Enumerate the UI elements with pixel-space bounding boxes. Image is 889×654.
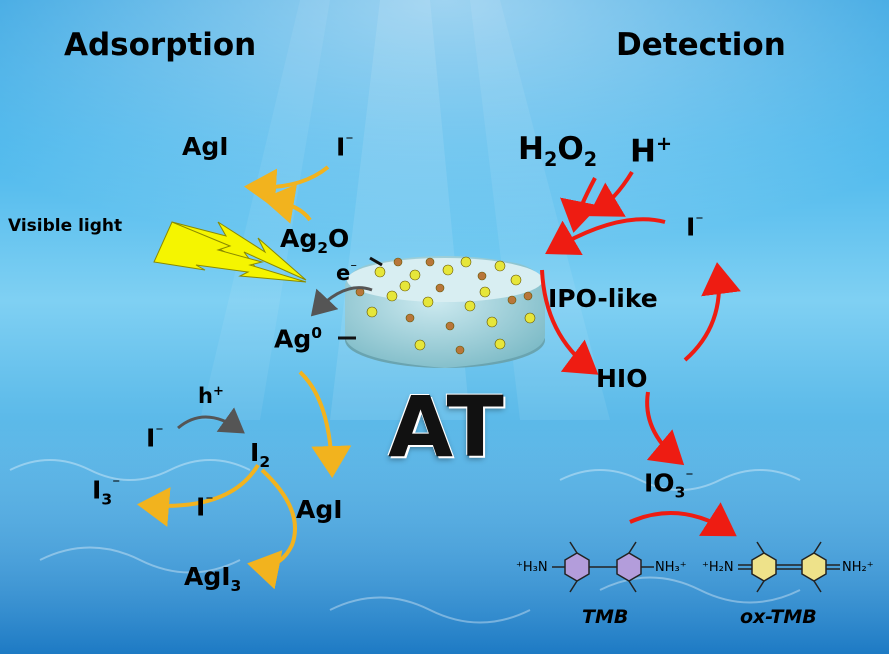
surface-particle [479, 286, 491, 298]
ipo-like-label: IPO-like [548, 284, 658, 313]
surface-particle [386, 290, 398, 302]
surface-particle [399, 280, 411, 292]
surface-particle [405, 313, 415, 323]
surface-particle [393, 257, 403, 267]
at-label: AT [388, 378, 504, 476]
tmb-molecule [552, 541, 654, 593]
iodide-b-label: I⁻ [196, 492, 214, 522]
surface-particle [366, 306, 378, 318]
surface-particle [510, 274, 522, 286]
surface-particle [460, 256, 472, 268]
ox-tmb-left-group: ⁺H₂N [702, 560, 734, 575]
iodide-a-label: I⁻ [146, 423, 164, 453]
hole-label: h+ [198, 384, 224, 408]
electron-label: e⁻ [336, 261, 358, 285]
surface-particle [494, 338, 506, 350]
iodine-label: I2 [250, 438, 271, 471]
ag2o-label: Ag2O [280, 224, 350, 257]
agi-mid-label: AgI [296, 495, 343, 524]
surface-particle [486, 316, 498, 328]
surface-particle [374, 266, 386, 278]
ox-tmb-right-group: NH₂⁺ [842, 560, 874, 575]
surface-particle [464, 300, 476, 312]
surface-particle [455, 345, 465, 355]
iodide-top-label: I⁻ [336, 132, 354, 162]
surface-particle [507, 295, 517, 305]
surface-particle [442, 264, 454, 276]
tmb-right-group: NH₃⁺ [655, 560, 687, 575]
ox-tmb-label: ox-TMB [740, 606, 817, 628]
surface-particle [494, 260, 506, 272]
agi3-label: AgI3 [184, 562, 242, 595]
detection-heading: Detection [616, 27, 786, 63]
agi-top-label: AgI [182, 132, 229, 161]
surface-particle [409, 269, 421, 281]
surface-particle [422, 296, 434, 308]
h2o2-label: H2O2 [518, 131, 598, 172]
surface-particle [435, 283, 445, 293]
surface-particle [414, 339, 426, 351]
surface-particle [523, 291, 533, 301]
triiodide-label: I3⁻ [92, 475, 121, 509]
adsorption-heading: Adsorption [64, 27, 257, 63]
surface-particle [445, 321, 455, 331]
surface-particle [477, 271, 487, 281]
ag0-label: Ag0 [274, 324, 323, 354]
at-nanoparticle [345, 256, 545, 368]
visible-light-label: Visible light [8, 216, 123, 236]
tmb-label: TMB [582, 606, 629, 628]
surface-particle [524, 312, 536, 324]
hio-label: HIO [596, 364, 648, 393]
tmb-left-group: ⁺H₃N [516, 560, 548, 575]
surface-particle [425, 257, 435, 267]
proton-label: H+ [630, 132, 673, 170]
io3-label: IO3⁻ [644, 468, 694, 502]
ox-tmb-molecule [738, 541, 840, 593]
iodide-right-label: I⁻ [686, 212, 704, 242]
